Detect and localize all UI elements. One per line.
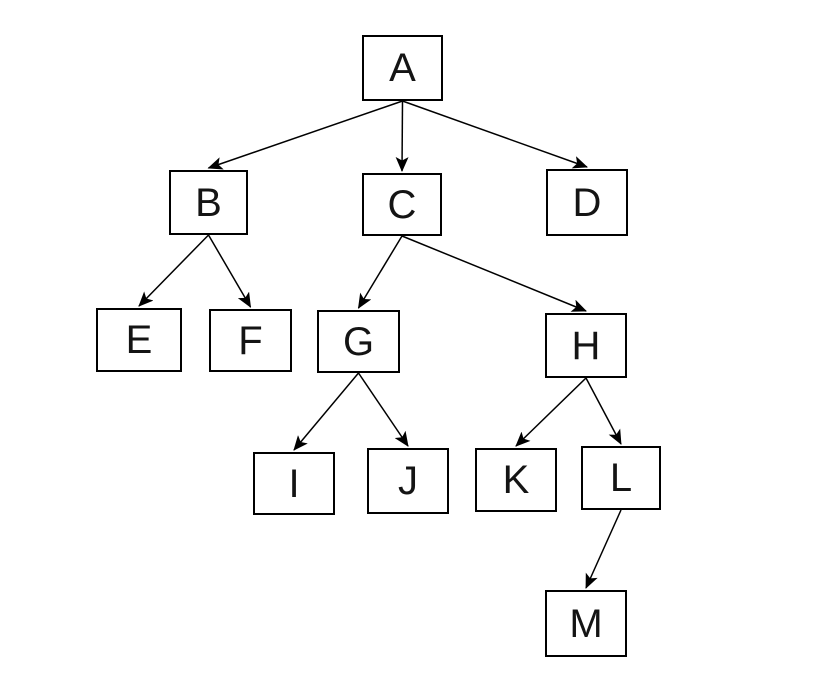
edge-H-L (585, 377, 622, 445)
edge-G-I (293, 372, 360, 451)
node-G: G (317, 310, 400, 373)
node-label-B: B (195, 180, 222, 225)
node-L: L (581, 446, 661, 510)
edge-C-H (401, 235, 587, 312)
node-label-I: I (288, 461, 300, 506)
node-M: M (545, 590, 627, 657)
node-label-J: J (398, 459, 418, 503)
node-E: E (96, 308, 182, 372)
node-label-A: A (389, 46, 416, 90)
edge-A-D (402, 100, 588, 169)
node-label-K: K (502, 458, 530, 502)
edge-L-M (585, 509, 622, 589)
node-J: J (367, 448, 449, 514)
edge-G-J (357, 372, 409, 447)
node-label-G: G (342, 319, 375, 364)
node-D: D (546, 169, 628, 236)
node-label-L: L (609, 456, 633, 500)
node-label-F: F (238, 318, 263, 363)
node-F: F (209, 309, 292, 372)
node-label-E: E (125, 318, 153, 362)
edge-A-B (207, 100, 403, 170)
node-I: I (253, 452, 335, 515)
edge-C-G (357, 235, 403, 309)
node-label-H: H (571, 323, 601, 368)
edge-B-F (207, 234, 252, 308)
node-K: K (475, 448, 557, 512)
node-A: A (362, 35, 443, 101)
edge-A-C (395, 100, 409, 172)
edge-H-K (515, 377, 587, 447)
node-label-C: C (387, 182, 417, 227)
edge-B-E (138, 234, 210, 307)
node-H: H (545, 313, 627, 378)
node-label-D: D (572, 180, 602, 225)
node-label-M: M (569, 601, 603, 646)
node-C: C (362, 173, 442, 236)
node-B: B (169, 170, 248, 235)
